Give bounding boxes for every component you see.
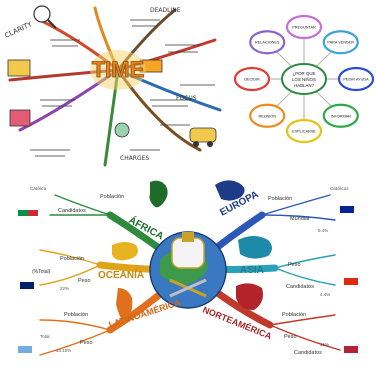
center-line-3: HABLAN? — [294, 83, 315, 88]
africa-poblacion: Población — [100, 194, 124, 200]
bubble-label: REUNIÓN — [258, 113, 276, 118]
value-15: 15% — [320, 342, 329, 347]
bubble-label: DECIDIR — [244, 78, 260, 82]
flag-icon — [18, 346, 32, 353]
latam-peso: Peso — [80, 340, 93, 346]
africa-candidatos: Candidatos — [58, 208, 86, 214]
sub-branches — [39, 194, 341, 356]
oceania-shape — [112, 242, 138, 261]
church-world-mind-map: ÁFRICA EUROPA OCEANÍA ASIA LATINOAMÉRICA… — [0, 170, 376, 377]
oceania-peso: Peso — [78, 278, 91, 284]
bubble — [249, 103, 286, 128]
label-deadline: DEADLINE — [150, 7, 181, 14]
asia-shape — [238, 236, 272, 259]
na-candidatos: Candidatos — [294, 350, 322, 356]
label-charges: CHARGES — [120, 155, 149, 162]
value-4410: 44.10% — [56, 348, 71, 353]
bubble-label: PREGUNTAR — [292, 26, 316, 30]
magnifier-icon — [33, 5, 51, 23]
bubble-label: RELACIONES — [255, 41, 280, 45]
center-line-1: ¿POR QUE — [293, 71, 316, 76]
flag-icon — [344, 278, 358, 285]
oceania-total: (%Total) — [32, 269, 51, 275]
vatican-globe-emblem — [149, 231, 227, 309]
continent-asia: ASIA — [240, 265, 264, 276]
label-focus: FOCUS — [176, 95, 197, 102]
europa-catolicos: Católicos — [330, 186, 349, 191]
flag-icon — [18, 210, 28, 216]
value-94: 9.4% — [318, 228, 328, 233]
na-peso: Peso — [284, 334, 297, 340]
value-22: 22% — [60, 286, 69, 291]
time-mind-map: TIME CLARITY DEADLINE CHARGES FOCUS — [0, 0, 230, 178]
time-center: TIME — [90, 50, 146, 90]
scribbles — [30, 19, 215, 157]
europa-mundial: Mundial — [290, 216, 309, 222]
time-center-word: TIME — [92, 57, 145, 82]
na-poblacion: Población — [282, 312, 306, 318]
bubble-label: PARA VENDER — [327, 41, 354, 45]
car-icon — [189, 127, 217, 143]
latam-total: Total — [40, 334, 50, 339]
oceania-poblacion: Población — [60, 256, 84, 262]
center-line-2: LOS NIÑOS — [292, 77, 316, 82]
bubble-label: EXPLICARSE — [292, 130, 316, 134]
norteamerica-shape — [236, 283, 263, 310]
pencil-icon — [7, 59, 31, 77]
gift-icon — [9, 109, 31, 127]
bubble — [285, 118, 323, 144]
label-clarity: CLARITY — [3, 20, 34, 40]
asia-candidatos: Candidatos — [286, 284, 314, 290]
bubble — [322, 103, 359, 128]
africa-catolica: Católica — [30, 186, 47, 191]
bubble — [233, 66, 271, 92]
bubble-label: PEDIR AYUDA — [343, 78, 369, 82]
latam-poblacion: Población — [64, 312, 88, 318]
bubble — [249, 30, 286, 55]
continent-oceania: OCEANÍA — [98, 268, 144, 281]
africa-shape — [149, 180, 168, 208]
value-44: 4.4% — [320, 292, 330, 297]
bubble-label: INFORMAR — [331, 114, 352, 118]
bubble — [285, 14, 323, 40]
europa-poblacion: Población — [268, 196, 292, 202]
bubble — [322, 30, 359, 55]
spider-bubble-map: PREGUNTAR PARA VENDER PEDIR AYUDA INFORMAR E… — [232, 4, 376, 154]
flag-icon — [344, 346, 358, 353]
asia-peso: Peso — [288, 262, 301, 268]
flag-icon — [20, 282, 34, 289]
shell-icon — [114, 122, 130, 138]
bubble — [337, 66, 375, 92]
europe-shape — [215, 180, 245, 201]
latinoamerica-shape — [116, 288, 133, 324]
flag-icon — [340, 206, 354, 213]
spider-center: ¿POR QUE LOS NIÑOS HABLAN? — [281, 63, 327, 95]
